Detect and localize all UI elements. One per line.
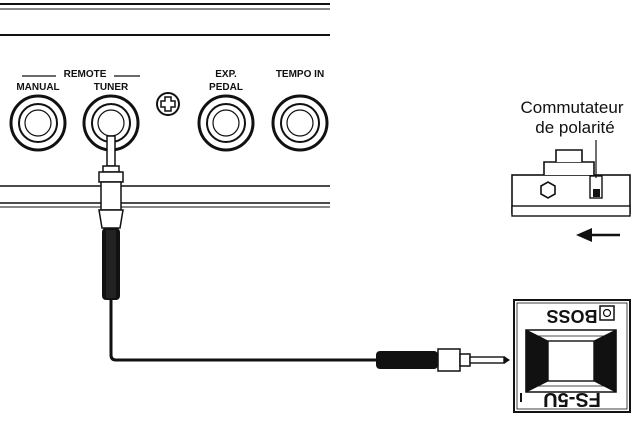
tempo-in-label: TEMPO IN	[276, 69, 324, 80]
screw-icon	[156, 92, 180, 116]
tuner-jack-label: TUNER	[94, 82, 129, 93]
tempo-in-jack	[271, 94, 329, 152]
polarity-switch-detail	[511, 140, 631, 217]
panel-bottom-edge	[0, 185, 330, 208]
manual-jack-label: MANUAL	[16, 82, 59, 93]
remote-label: REMOTE	[64, 69, 107, 80]
cable	[109, 300, 378, 362]
cable-plug-panel	[98, 135, 124, 300]
panel-top-edge	[0, 3, 330, 36]
exp-pedal-label-line1: EXP.	[215, 69, 237, 80]
remote-group-bracket: REMOTE	[22, 69, 140, 80]
arrow-left-icon	[576, 228, 620, 242]
brand-logo-box	[599, 305, 615, 321]
manual-jack	[9, 94, 67, 152]
exp-pedal-label-line2: PEDAL	[209, 82, 243, 93]
footswitch-model: FS-5U	[543, 388, 601, 410]
polarity-switch-label-line2: de polarité	[535, 118, 614, 137]
exp-pedal-jack	[197, 94, 255, 152]
cable-plug-footswitch	[376, 348, 510, 372]
footswitch-brand: BOSS	[546, 306, 597, 326]
polarity-switch-label-line1: Commutateur	[521, 98, 624, 117]
